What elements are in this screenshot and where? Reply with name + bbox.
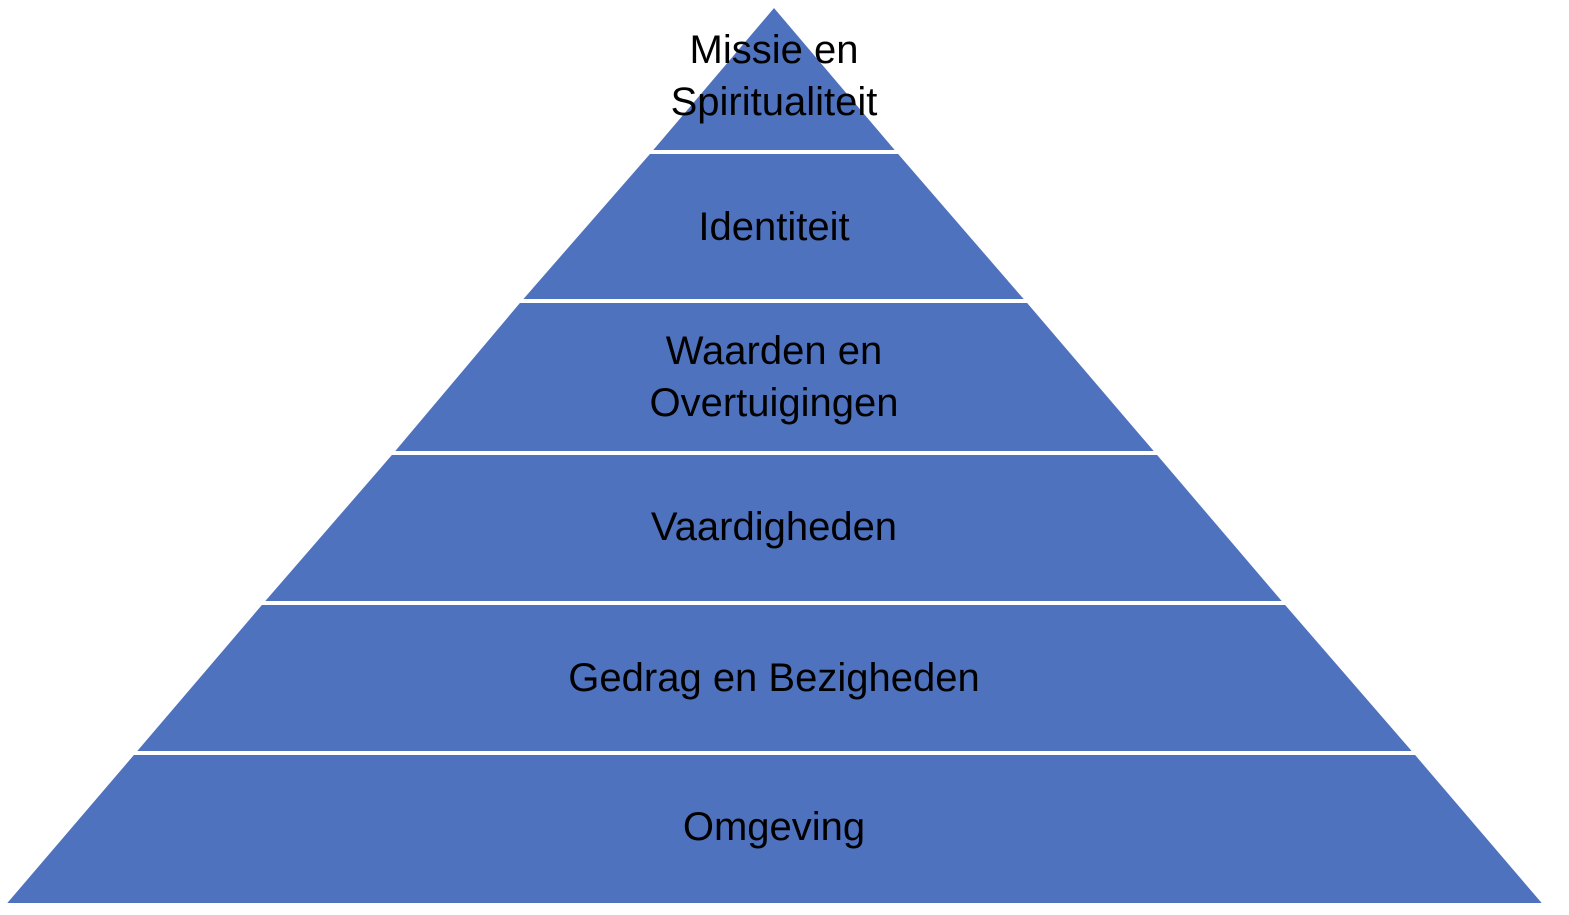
layer-label-identiteit: Identiteit: [698, 205, 849, 249]
layer-label-waarden-en-overtuigingen-line-1: Waarden en: [666, 329, 882, 373]
pyramid-layer-waarden-en-overtuigingen: [386, 299, 1163, 455]
layer-label-gedrag-en-bezigheden: Gedrag en Bezigheden: [568, 656, 979, 700]
layer-label-waarden-en-overtuigingen-line-2: Overtuigingen: [649, 381, 898, 425]
layer-label-omgeving: Omgeving: [683, 805, 865, 849]
layer-label-missie-en-spiritualiteit-line-1: Missie en: [690, 28, 859, 72]
layer-label-vaardigheden: Vaardigheden: [651, 505, 897, 549]
pyramid-layer-omgeving: [0, 751, 1551, 907]
layer-label-missie-en-spiritualiteit-line-2: Spiritualiteit: [671, 80, 878, 124]
